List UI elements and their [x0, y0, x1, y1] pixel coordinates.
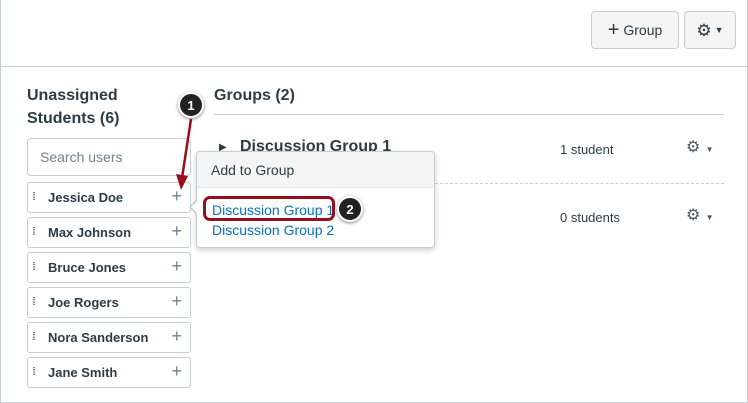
expand-triangle-icon[interactable]: ▶	[219, 142, 227, 153]
student-item[interactable]: ⁞⁞ Jessica Doe +	[27, 182, 191, 213]
group-name[interactable]: Discussion Group 1	[240, 138, 392, 155]
groups-title: Groups (2)	[214, 87, 295, 104]
add-to-group-plus-icon[interactable]: +	[171, 326, 182, 346]
student-name: Bruce Jones	[48, 260, 127, 275]
drag-handle-icon[interactable]: ⁞⁞	[32, 191, 36, 203]
add-to-group-plus-icon[interactable]: +	[171, 256, 182, 276]
student-item[interactable]: ⁞⁞ Max Johnson +	[27, 217, 191, 248]
group-member-count: 0 students	[560, 210, 620, 225]
caret-down-icon: ▼	[703, 213, 714, 222]
search-users-input[interactable]	[27, 138, 191, 176]
drag-handle-icon[interactable]: ⁞⁞	[32, 226, 36, 238]
group-member-count: 1 student	[560, 142, 614, 157]
drag-handle-icon[interactable]: ⁞⁞	[32, 296, 36, 308]
caret-down-icon: ▼	[714, 25, 724, 35]
add-to-group-plus-icon[interactable]: +	[171, 361, 182, 381]
student-name: Nora Sanderson	[48, 330, 149, 345]
plus-icon: +	[607, 19, 620, 41]
add-to-group-plus-icon[interactable]: +	[171, 186, 182, 206]
popover-pointer-inner	[191, 200, 198, 214]
settings-menu-button[interactable]: ⚙ ▼	[684, 11, 736, 49]
student-name: Jane Smith	[48, 365, 118, 380]
student-item[interactable]: ⁞⁞ Joe Rogers +	[27, 287, 191, 318]
drag-handle-icon[interactable]: ⁞⁞	[32, 261, 36, 273]
highlight-box	[203, 196, 335, 221]
callout-number: 1	[178, 92, 204, 118]
add-to-group-popover: Add to Group Discussion Group 1 Discussi…	[196, 151, 435, 248]
student-name: Joe Rogers	[48, 295, 119, 310]
drag-handle-icon[interactable]: ⁞⁞	[32, 366, 36, 378]
groups-divider	[214, 114, 724, 115]
callout-number: 2	[337, 196, 363, 222]
caret-down-icon: ▼	[703, 145, 714, 154]
add-to-group-plus-icon[interactable]: +	[171, 221, 182, 241]
gear-icon: ⚙	[696, 20, 712, 40]
group-option-link[interactable]: Discussion Group 1	[212, 202, 335, 218]
student-item[interactable]: ⁞⁞ Nora Sanderson +	[27, 322, 191, 353]
add-group-label: Group	[623, 22, 663, 38]
top-toolbar: + Group ⚙ ▼	[0, 0, 748, 67]
drag-handle-icon[interactable]: ⁞⁞	[32, 331, 36, 343]
student-item[interactable]: ⁞⁞ Bruce Jones +	[27, 252, 191, 283]
add-to-group-plus-icon[interactable]: +	[171, 291, 182, 311]
group-separator	[214, 183, 724, 184]
group-settings-gear-icon[interactable]: ⚙ ▼	[686, 139, 714, 156]
student-name: Max Johnson	[48, 225, 132, 240]
student-item[interactable]: ⁞⁞ Jane Smith +	[27, 357, 191, 388]
popover-header: Add to Group	[197, 152, 434, 188]
group-settings-gear-icon[interactable]: ⚙ ▼	[686, 207, 714, 224]
unassigned-students-title: Unassigned Students (6)	[27, 87, 120, 127]
student-name: Jessica Doe	[48, 190, 124, 205]
add-group-button[interactable]: + Group	[591, 11, 679, 49]
group-option-link[interactable]: Discussion Group 2	[212, 222, 335, 238]
